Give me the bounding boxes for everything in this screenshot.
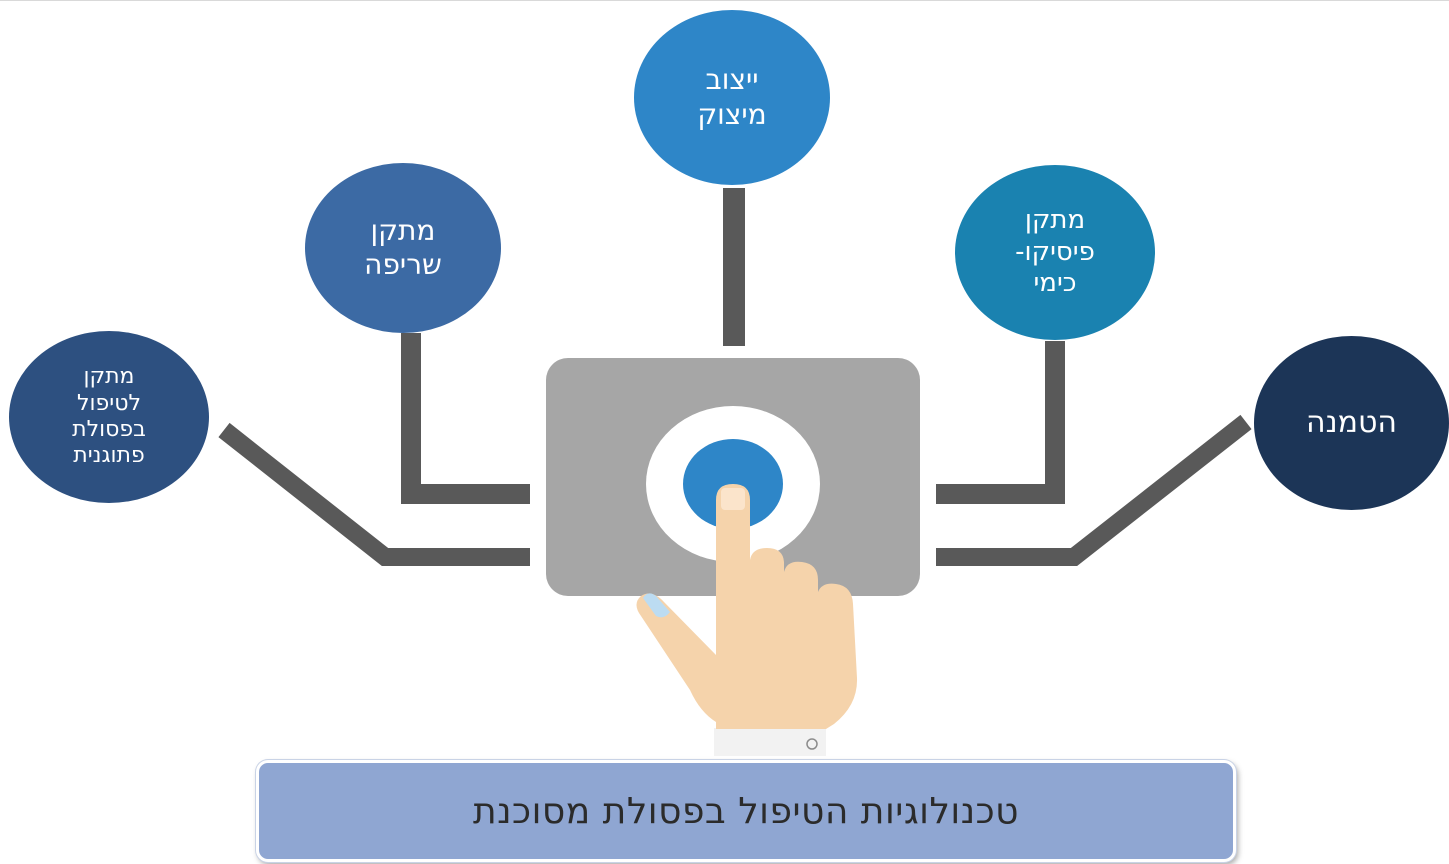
- connector-lines: [218, 188, 1252, 566]
- thumbnail: [643, 593, 670, 618]
- node-pathogenic-waste-label: מתקן לטיפול בפסולת פתוגנית: [72, 364, 146, 469]
- node-incineration-label: מתקן שריפה: [364, 213, 442, 281]
- hand-illustration: [636, 484, 858, 756]
- node-stabilization: ייצוב מיצוק: [634, 10, 830, 185]
- diagram-title-box: טכנולוגיות הטיפול בפסולת מסוכנת: [256, 760, 1236, 862]
- node-landfill: הטמנה: [1254, 336, 1449, 510]
- hand-thumb: [636, 593, 716, 722]
- node-incineration: מתקן שריפה: [305, 163, 501, 333]
- sleeve-cuff: [714, 728, 826, 756]
- node-landfill-label: הטמנה: [1305, 404, 1398, 440]
- diagram-title: טכנולוגיות הטיפול בפסולת מסוכנת: [472, 790, 1020, 832]
- connector-incineration: [401, 333, 530, 504]
- connector-pathogenic: [218, 422, 530, 566]
- node-physico-chemical: מתקן פיסיקו- כימי: [955, 165, 1155, 340]
- connector-landfill: [936, 414, 1252, 566]
- node-physico-chemical-label: מתקן פיסיקו- כימי: [1015, 204, 1095, 299]
- cuff-button-icon: [806, 738, 818, 750]
- connector-physchem: [936, 341, 1065, 504]
- hand-palm: [716, 484, 858, 729]
- node-pathogenic-waste: מתקן לטיפול בפסולת פתוגנית: [9, 331, 209, 503]
- top-border: [0, 0, 1449, 1]
- fingernail: [721, 488, 745, 510]
- node-stabilization-label: ייצוב מיצוק: [697, 63, 767, 131]
